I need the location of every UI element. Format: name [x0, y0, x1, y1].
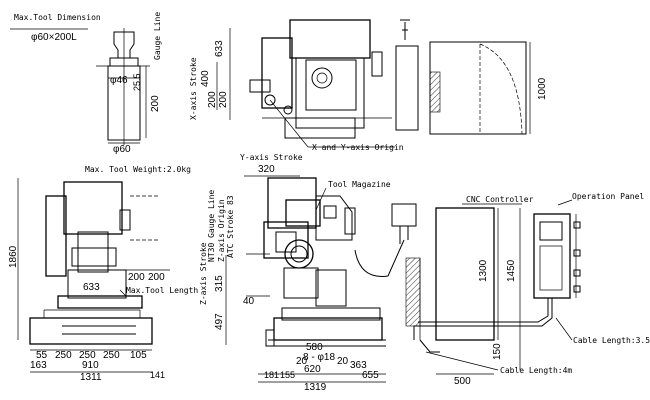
nt30-gauge-line-label: NT30 Gauge Line	[207, 190, 216, 262]
dim-40: 40	[243, 296, 255, 307]
dim-8-phi18: 8 - φ18	[303, 352, 335, 363]
cnc-controller-label: CNC Controller	[466, 195, 534, 204]
dim-910: 910	[82, 360, 99, 371]
dim-150: 150	[492, 343, 503, 360]
controller-view: CNC Controller Operation Panel 1300 1450…	[405, 192, 650, 387]
dim-200b-top: 200	[218, 91, 229, 108]
dim-20b: 20	[337, 356, 349, 367]
dim-633-front: 633	[83, 282, 100, 293]
z-axis-origin-label: Z-axis Origin	[217, 199, 226, 262]
dim-200a-top: 200	[207, 91, 218, 108]
dim-250c: 250	[103, 350, 120, 361]
dim-580: 580	[306, 342, 323, 353]
dim-633-top: 633	[214, 40, 225, 57]
dim-1860: 1860	[8, 245, 19, 268]
cable-length-4-label: Cable Length:4m	[500, 366, 572, 375]
dim-105: 105	[130, 350, 147, 361]
max-tool-dimension-value: φ60×200L	[31, 32, 77, 43]
dim-250b: 250	[79, 350, 96, 361]
dim-500: 500	[454, 376, 471, 387]
side-view: Y-axis Stroke 320 Tool Magazine NT30 Gau…	[199, 153, 417, 393]
dim-1450: 1450	[506, 259, 517, 282]
dim-155: 155	[280, 370, 295, 380]
dim-655: 655	[362, 370, 379, 381]
dim-497: 497	[214, 313, 225, 330]
dim-181: 181	[264, 370, 279, 380]
dim-25-5: 25.5	[132, 73, 142, 91]
dim-1300: 1300	[478, 259, 489, 282]
dim-620: 620	[304, 364, 321, 375]
dim-200-tool: 200	[150, 95, 161, 112]
cable-length-3-5-label: Cable Length:3.5m	[573, 336, 650, 345]
dim-phi46: φ46	[110, 75, 128, 86]
operation-panel-label: Operation Panel	[572, 192, 644, 201]
dim-363: 363	[350, 360, 367, 371]
dim-1311: 1311	[80, 372, 102, 383]
dim-20a: 20	[296, 356, 308, 367]
tool-magazine-label: Tool Magazine	[328, 180, 391, 189]
dim-200a-front: 200	[128, 272, 145, 283]
dim-200b-front: 200	[148, 272, 165, 283]
dim-55: 55	[36, 350, 48, 361]
dim-400-top: 400	[200, 70, 211, 87]
dim-320: 320	[258, 164, 275, 175]
y-axis-stroke-label: Y-axis Stroke	[240, 153, 303, 162]
z-axis-stroke-label: Z-axis Stroke	[199, 242, 208, 305]
dim-1319: 1319	[304, 382, 327, 393]
front-view: Max. Tool Weight:2.0kg 1860 633 200 200 …	[8, 165, 198, 383]
max-tool-dimension-title: Max.Tool Dimension	[14, 13, 101, 22]
xy-origin-label: X and Y-axis Origin	[312, 143, 404, 152]
max-tool-weight-label: Max. Tool Weight:2.0kg	[85, 165, 191, 174]
max-tool-length-label: Max.Tool Length	[126, 286, 198, 295]
dim-1000: 1000	[537, 77, 548, 100]
top-view: X-axis Stroke 633 400 200 200 1000 X and…	[189, 19, 548, 152]
dim-163: 163	[30, 360, 47, 371]
dim-phi60: φ60	[113, 144, 131, 155]
dim-250a: 250	[55, 350, 72, 361]
x-axis-stroke-label: X-axis Stroke	[189, 57, 198, 120]
dim-315: 315	[214, 275, 225, 292]
gauge-line-label: Gauge Line	[153, 12, 162, 60]
tool-dimension-view: Max.Tool Dimension φ60×200L Gauge Line φ…	[10, 12, 162, 155]
dim-141: 141	[150, 370, 165, 380]
atc-stroke-label: ATC Stroke 83	[226, 195, 235, 258]
